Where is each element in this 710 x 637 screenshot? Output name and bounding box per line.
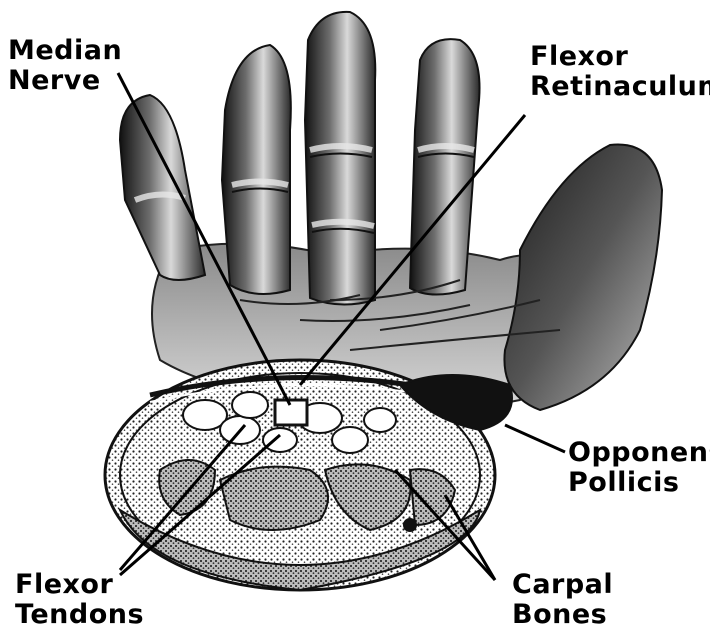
little-finger (120, 95, 205, 280)
label-flexor-tendons-line2: Tendons (15, 600, 144, 630)
label-median-nerve: Median Nerve (8, 36, 122, 96)
label-carpal-bones: Carpal Bones (512, 570, 613, 630)
thumb (504, 145, 662, 410)
label-flexor-tendons: Flexor Tendons (15, 570, 144, 630)
label-carpal-bones-line1: Carpal (512, 570, 613, 600)
label-opponens-pollicis: Opponens Pollicis (568, 438, 710, 498)
label-carpal-bones-line2: Bones (512, 600, 613, 630)
label-opponens-pollicis-line1: Opponens (568, 438, 710, 468)
label-flexor-retinaculum-line2: Retinaculum (530, 72, 710, 102)
middle-finger (305, 12, 375, 305)
label-flexor-retinaculum: Flexor Retinaculum (530, 42, 710, 102)
ring-finger (222, 45, 291, 294)
leader-opponens-pollicis (505, 425, 565, 452)
label-opponens-pollicis-line2: Pollicis (568, 468, 710, 498)
label-flexor-retinaculum-line1: Flexor (530, 42, 710, 72)
label-median-nerve-line2: Nerve (8, 66, 122, 96)
label-flexor-tendons-line1: Flexor (15, 570, 144, 600)
label-median-nerve-line1: Median (8, 36, 122, 66)
